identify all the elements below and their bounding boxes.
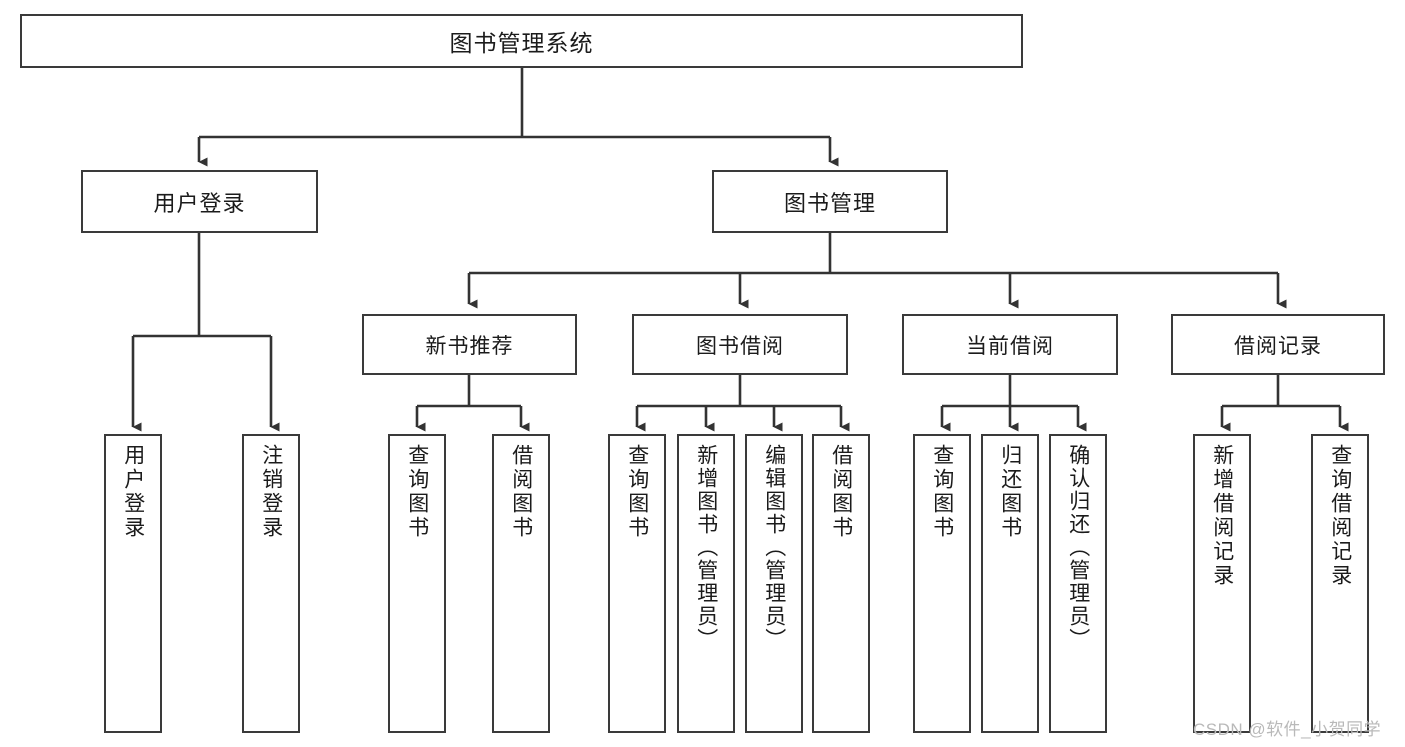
leaf-current-confirm-return-admin[interactable]: 确认归还（管理员） [1049, 434, 1107, 733]
leaf-borrow-query-book[interactable]: 查询图书 [608, 434, 666, 733]
node-label: 查询借阅记录 [1328, 444, 1352, 588]
node-new-book-recommend[interactable]: 新书推荐 [362, 314, 577, 375]
leaf-current-query-book[interactable]: 查询图书 [913, 434, 971, 733]
node-user-login[interactable]: 用户登录 [81, 170, 318, 233]
leaf-recommend-borrow-book[interactable]: 借阅图书 [492, 434, 550, 733]
node-root-system[interactable]: 图书管理系统 [20, 14, 1023, 68]
node-label: 当前借阅 [966, 334, 1054, 358]
node-label: 归还图书 [998, 444, 1022, 540]
leaf-current-return-book[interactable]: 归还图书 [981, 434, 1039, 733]
node-label: 图书管理 [783, 190, 876, 216]
node-borrow-records[interactable]: 借阅记录 [1171, 314, 1385, 375]
node-label: 新增借阅记录 [1210, 444, 1234, 588]
node-book-management[interactable]: 图书管理 [712, 170, 948, 233]
leaf-records-query-record[interactable]: 查询借阅记录 [1311, 434, 1369, 733]
node-book-borrow[interactable]: 图书借阅 [632, 314, 848, 375]
node-label: 借阅图书 [829, 444, 853, 540]
node-label: 用户登录 [121, 444, 145, 540]
leaf-user-login-signin[interactable]: 用户登录 [104, 434, 162, 733]
node-label: 查询图书 [405, 444, 429, 540]
node-label: 新增图书（管理员） [694, 444, 718, 651]
leaf-recommend-query-book[interactable]: 查询图书 [388, 434, 446, 733]
leaf-user-login-signout[interactable]: 注销登录 [242, 434, 300, 733]
node-label: 用户登录 [153, 190, 246, 216]
node-label: 图书借阅 [696, 334, 784, 358]
node-label: 新书推荐 [425, 334, 514, 358]
node-label: 借阅图书 [509, 444, 533, 540]
node-current-borrow[interactable]: 当前借阅 [902, 314, 1118, 375]
node-label: 图书管理系统 [449, 30, 594, 56]
node-label: 编辑图书（管理员） [762, 444, 786, 651]
leaf-borrow-edit-book-admin[interactable]: 编辑图书（管理员） [745, 434, 803, 733]
node-label: 注销登录 [259, 444, 283, 540]
node-label: 确认归还（管理员） [1066, 444, 1090, 651]
leaf-borrow-add-book-admin[interactable]: 新增图书（管理员） [677, 434, 735, 733]
csdn-watermark: CSDN @软件_小贺同学 [1193, 720, 1382, 739]
leaf-records-add-record[interactable]: 新增借阅记录 [1193, 434, 1251, 733]
leaf-borrow-borrow-book[interactable]: 借阅图书 [812, 434, 870, 733]
node-label: 借阅记录 [1234, 334, 1322, 358]
node-label: 查询图书 [625, 444, 649, 540]
node-label: 查询图书 [930, 444, 954, 540]
